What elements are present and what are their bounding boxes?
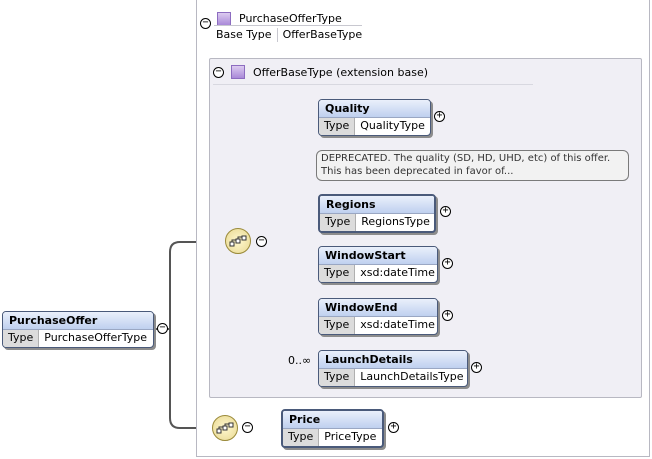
extension-header: − OfferBaseType (extension base) bbox=[213, 65, 428, 79]
type-key: Type bbox=[319, 317, 356, 334]
sequence-compositor-price-icon[interactable] bbox=[212, 415, 238, 441]
expand-regions-icon[interactable]: + bbox=[440, 206, 451, 217]
type-key: Type bbox=[319, 118, 356, 135]
type-value: xsd:dateTime bbox=[360, 266, 435, 279]
element-type-row: Type LaunchDetailsType bbox=[319, 369, 467, 386]
element-window-end[interactable]: WindowEnd Type xsd:dateTime bbox=[318, 298, 438, 335]
element-type-row: Type PriceType bbox=[283, 429, 382, 446]
extension-header-divider bbox=[213, 84, 533, 85]
element-name: LaunchDetails bbox=[319, 351, 467, 369]
cardinality-label: 0..∞ bbox=[288, 354, 312, 367]
element-name: WindowEnd bbox=[319, 299, 437, 317]
type-key: Type bbox=[319, 265, 356, 282]
base-type-row: Base Type OfferBaseType bbox=[214, 25, 363, 43]
collapse-complex-type-icon[interactable]: − bbox=[200, 18, 211, 29]
element-launch-details[interactable]: LaunchDetails Type LaunchDetailsType bbox=[318, 350, 468, 387]
root-element-purchase-offer[interactable]: PurchaseOffer Type PurchaseOfferType bbox=[2, 311, 154, 348]
type-value: QualityType bbox=[360, 119, 425, 132]
base-type-key: Base Type bbox=[216, 28, 272, 41]
sequence-compositor-icon[interactable] bbox=[225, 228, 251, 254]
element-name: WindowStart bbox=[319, 247, 437, 265]
collapse-root-icon[interactable]: − bbox=[157, 323, 168, 334]
element-type-row: Type PurchaseOfferType bbox=[3, 330, 153, 347]
sequence-glyph-icon bbox=[229, 235, 247, 247]
expand-window-end-icon[interactable]: + bbox=[442, 310, 453, 321]
collapse-extension-icon[interactable]: − bbox=[213, 66, 224, 78]
type-value: RegionsType bbox=[361, 215, 430, 228]
element-price[interactable]: Price Type PriceType bbox=[281, 409, 384, 448]
element-name: Quality bbox=[319, 100, 430, 118]
base-type-value: OfferBaseType bbox=[282, 28, 363, 41]
sequence-glyph-icon bbox=[216, 422, 234, 434]
element-type-row: Type RegionsType bbox=[320, 214, 434, 231]
collapse-sequence-price-icon[interactable]: − bbox=[242, 422, 253, 433]
type-key: Type bbox=[320, 214, 357, 231]
type-key: Type bbox=[319, 369, 356, 386]
element-name: PurchaseOffer bbox=[3, 312, 153, 330]
element-type-row: Type xsd:dateTime bbox=[319, 265, 437, 282]
expand-window-start-icon[interactable]: + bbox=[442, 258, 453, 269]
complex-type-name: PurchaseOfferType bbox=[239, 12, 342, 25]
collapse-sequence-icon[interactable]: − bbox=[256, 236, 267, 247]
expand-quality-icon[interactable]: + bbox=[434, 111, 445, 122]
type-key: Type bbox=[3, 330, 40, 347]
type-key: Type bbox=[283, 429, 320, 446]
element-name: Price bbox=[283, 411, 382, 429]
documentation-note: DEPRECATED. The quality (SD, HD, UHD, et… bbox=[316, 150, 629, 181]
element-type-row: Type QualityType bbox=[319, 118, 430, 135]
element-type-row: Type xsd:dateTime bbox=[319, 317, 437, 334]
type-value: LaunchDetailsType bbox=[360, 370, 464, 383]
expand-launch-details-icon[interactable]: + bbox=[471, 362, 482, 373]
base-type-separator bbox=[276, 27, 278, 42]
element-name: Regions bbox=[320, 196, 434, 214]
type-value: PurchaseOfferType bbox=[44, 331, 148, 344]
extension-label: OfferBaseType (extension base) bbox=[253, 65, 429, 79]
element-window-start[interactable]: WindowStart Type xsd:dateTime bbox=[318, 246, 438, 283]
extension-type-icon bbox=[231, 65, 245, 79]
expand-price-icon[interactable]: + bbox=[388, 422, 399, 433]
element-regions[interactable]: Regions Type RegionsType bbox=[318, 194, 436, 233]
type-value: xsd:dateTime bbox=[360, 318, 435, 331]
type-value: PriceType bbox=[324, 430, 377, 443]
complex-type-icon bbox=[217, 11, 231, 26]
element-quality[interactable]: Quality Type QualityType bbox=[318, 99, 431, 136]
